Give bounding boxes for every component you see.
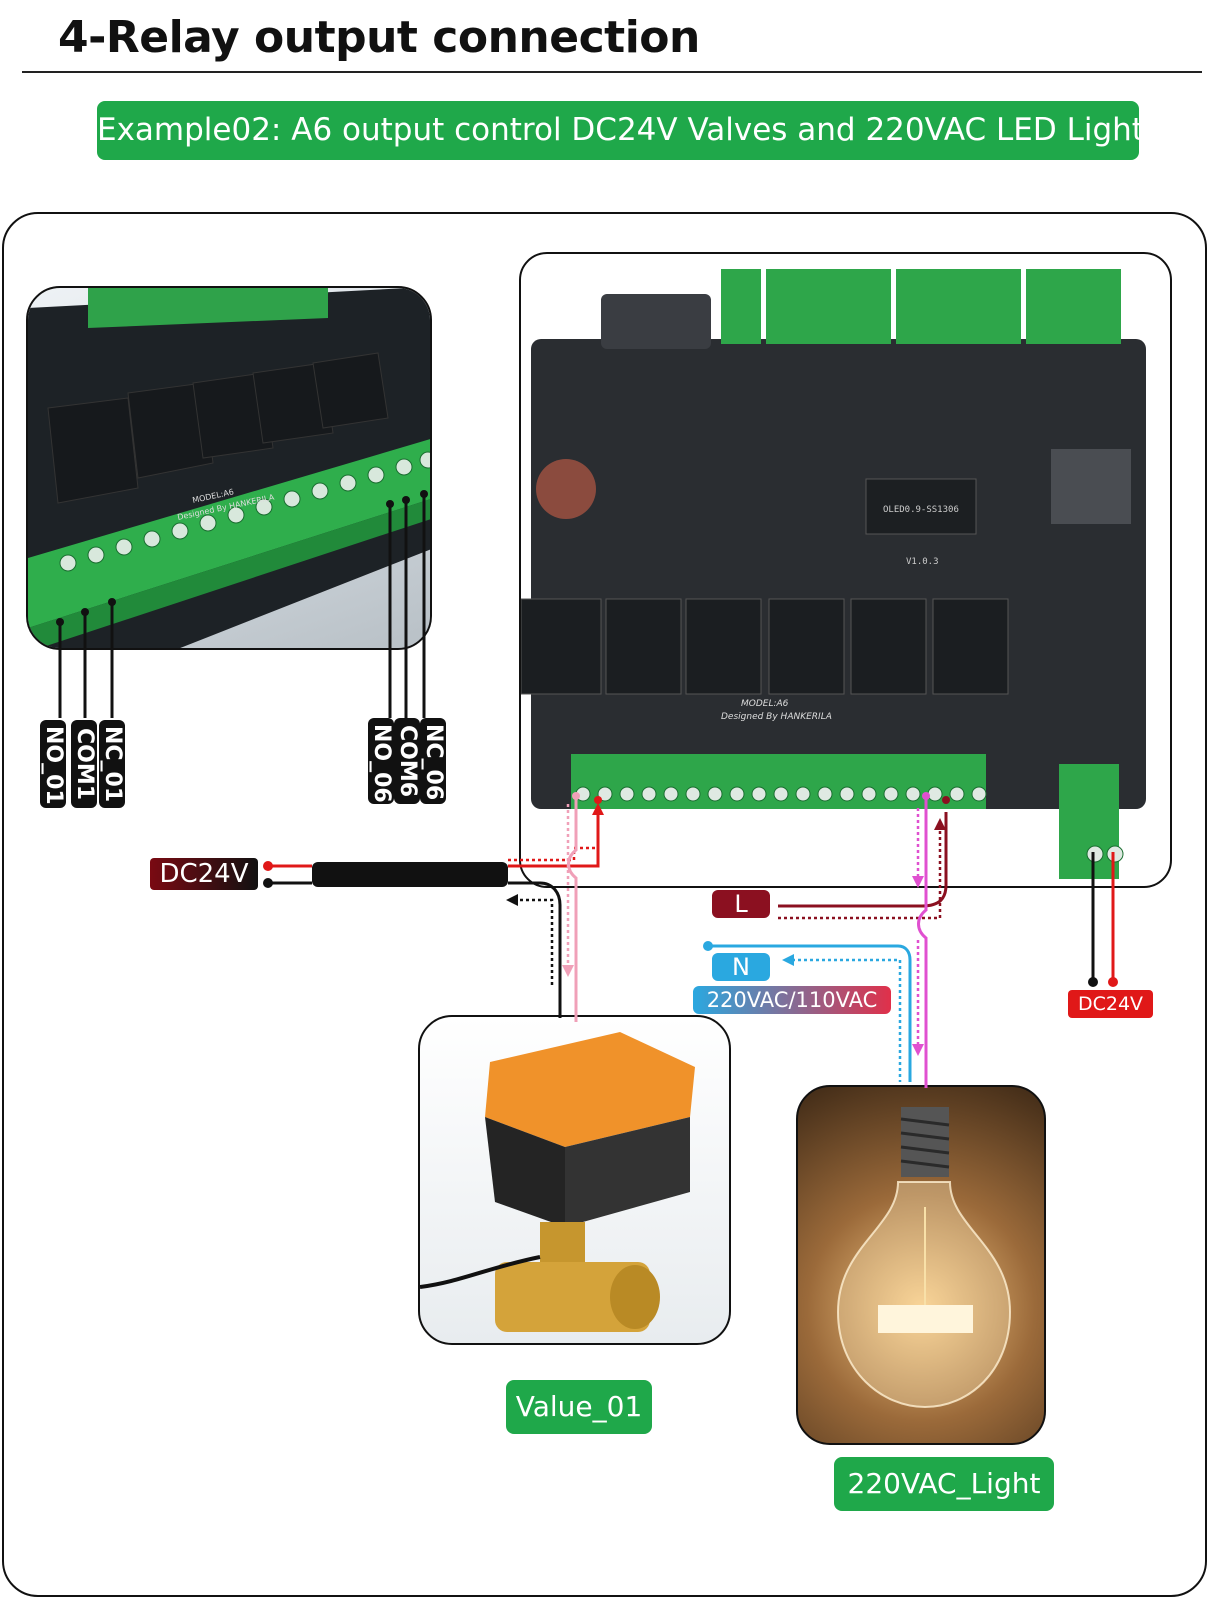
board-power-label: DC24V <box>1068 990 1153 1018</box>
relay-board-closeup-illustration: MODEL:A6 Designed By HANKERILA <box>28 288 430 648</box>
terminal-tag-no01: NO_01 <box>40 720 66 808</box>
line-label: L <box>712 890 770 918</box>
neutral-label: N <box>712 953 770 981</box>
version-label: V1.0.3 <box>906 557 939 567</box>
valve-label: Value_01 <box>506 1380 652 1434</box>
light-bulb-photo <box>796 1085 1046 1445</box>
mains-voltage-label: 220VAC/110VAC <box>693 986 891 1014</box>
a6-board-photo: OLED0.9-SS1306 V1.0.3 MODEL:A6 Designed … <box>519 252 1172 888</box>
terminal-tag-no06: NO_06 <box>368 718 394 804</box>
relay-terminal-photo: MODEL:A6 Designed By HANKERILA <box>26 286 432 650</box>
dc24v-supply-label: DC24V <box>150 858 258 890</box>
example-banner: Example02: A6 output control DC24V Valve… <box>97 101 1144 160</box>
dc-cable-sleeve <box>312 862 508 887</box>
valve-photo <box>418 1015 731 1345</box>
terminal-tag-com6: COM6 <box>394 718 420 804</box>
motorized-valve-illustration <box>420 1032 695 1332</box>
oled-label: OLED0.9-SS1306 <box>883 505 959 515</box>
board-designer-text: Designed By HANKERILA <box>721 712 832 722</box>
bulb-illustration <box>836 1107 1012 1409</box>
diagram-frame <box>2 212 1207 1597</box>
title-divider <box>22 71 1202 73</box>
terminal-tag-com1: COM1 <box>71 720 97 808</box>
terminal-tag-nc06: NC_06 <box>420 718 446 804</box>
page-title: 4-Relay output connection <box>58 12 700 63</box>
board-model-text: MODEL:A6 <box>741 699 789 709</box>
terminal-tag-nc01: NC_01 <box>99 720 125 808</box>
light-label: 220VAC_Light <box>834 1457 1054 1511</box>
a6-board-illustration: OLED0.9-SS1306 V1.0.3 MODEL:A6 Designed … <box>521 269 1146 879</box>
